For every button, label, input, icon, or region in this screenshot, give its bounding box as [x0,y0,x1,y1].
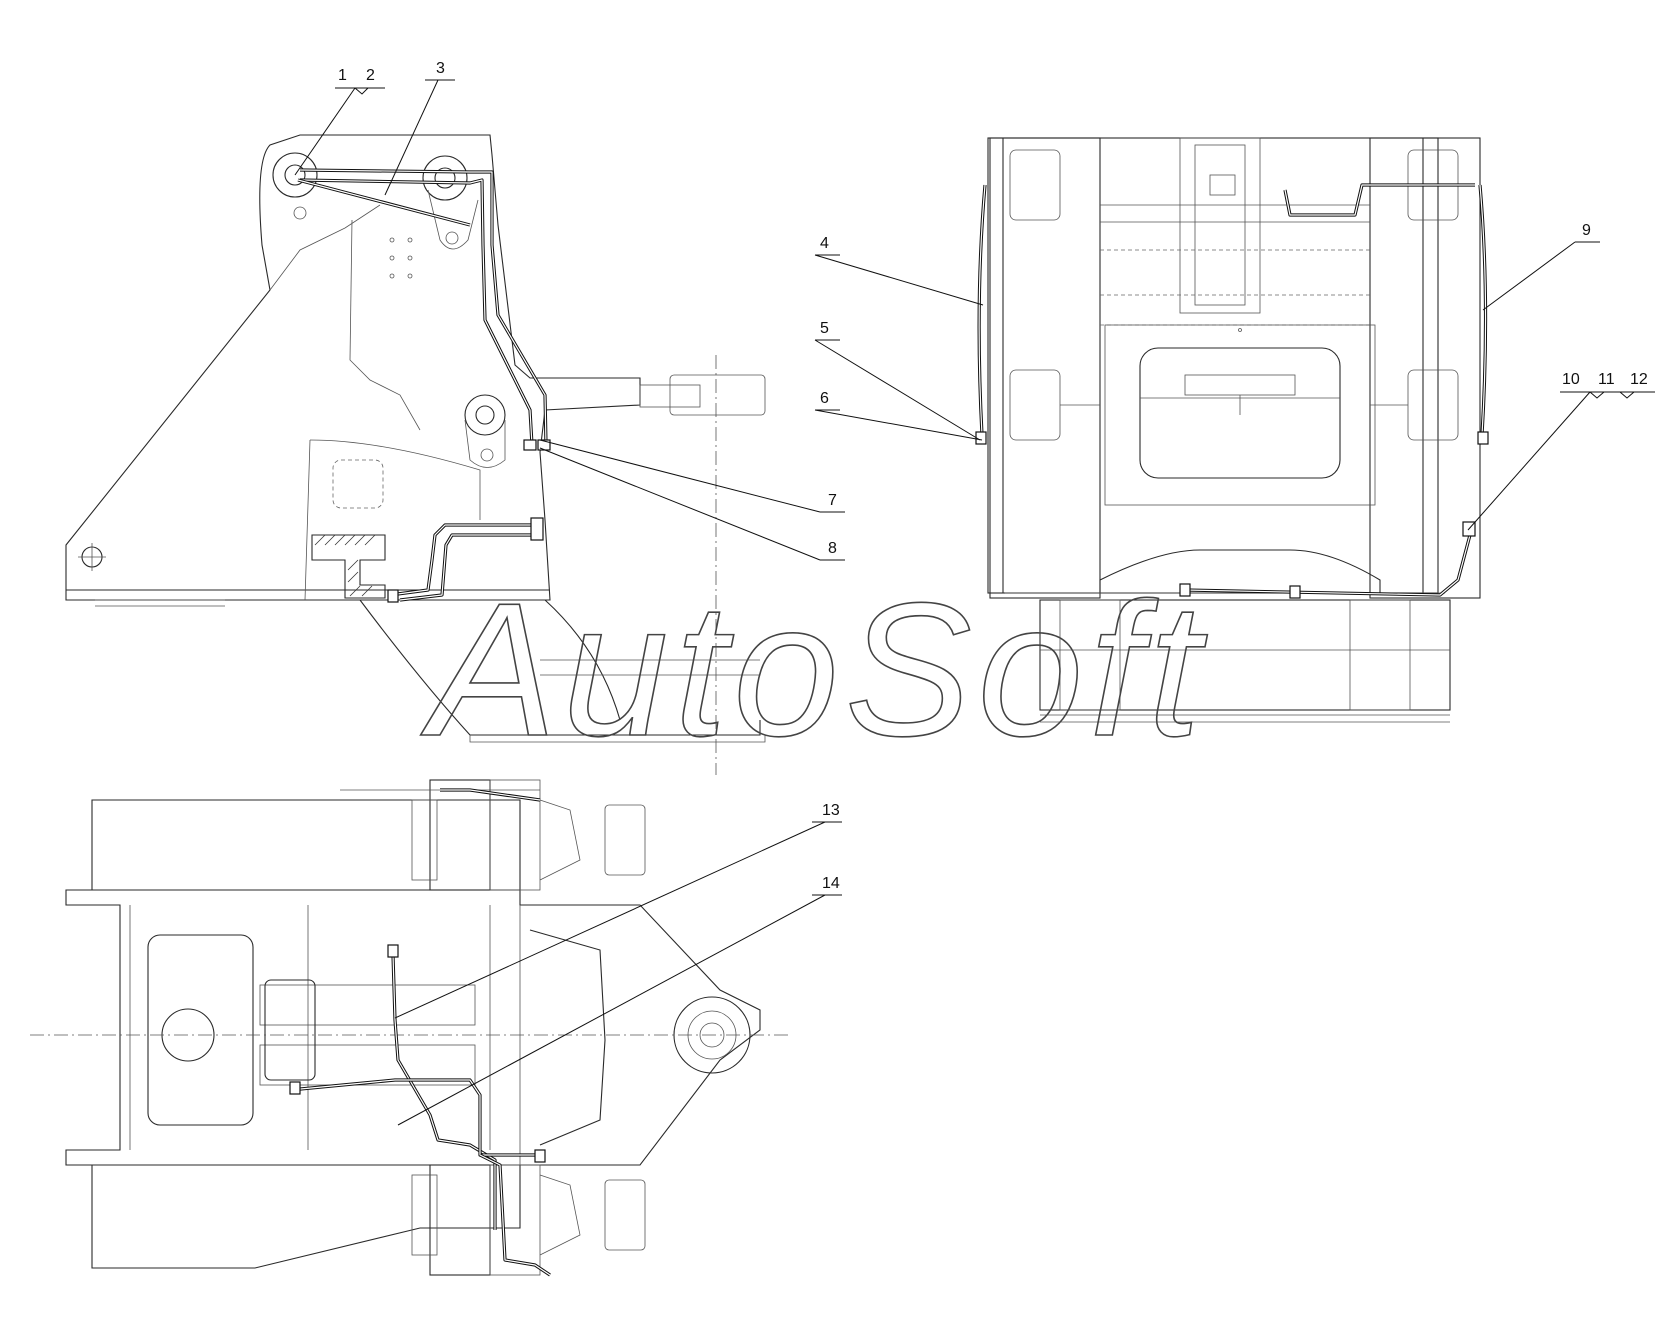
callout-9: 9 [1582,222,1591,239]
callout-12: 12 [1630,371,1648,388]
side-view [65,134,766,775]
callout-14: 14 [822,875,840,892]
callout-11: 11 [1598,371,1615,388]
callout-5: 5 [820,320,829,337]
callout-4: 4 [820,235,829,252]
callout-10: 10 [1562,371,1580,388]
callout-13: 13 [822,802,840,819]
callouts: 1 2 3 4 5 6 7 8 9 10 11 12 [294,60,1655,1126]
callout-2: 2 [366,67,375,84]
top-view [30,779,790,1277]
watermark: AutoSoft [420,564,1208,776]
front-view [975,137,1489,723]
callout-6: 6 [820,390,829,407]
callout-8: 8 [828,540,837,557]
callout-3: 3 [436,60,445,77]
callout-7: 7 [828,492,837,509]
callout-1: 1 [338,67,347,84]
